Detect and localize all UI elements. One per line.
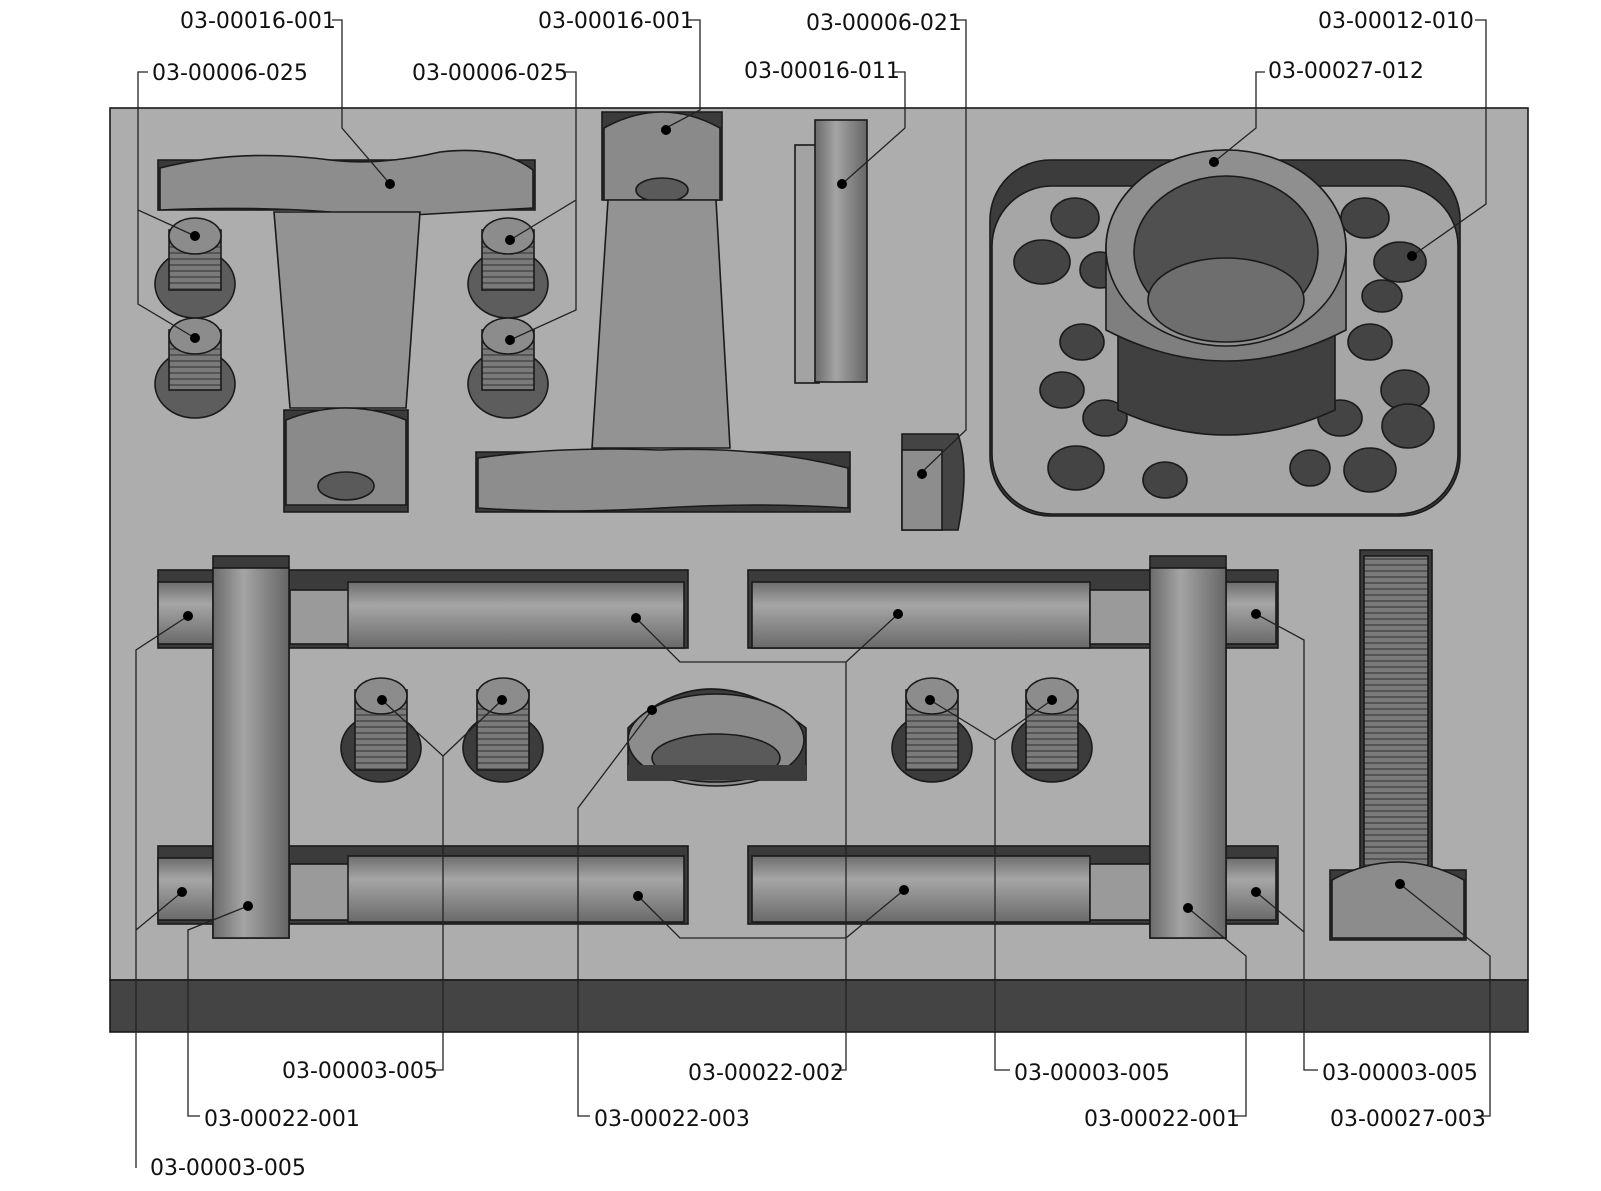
side-brackets — [212, 555, 1227, 939]
leader-dots — [177, 125, 1417, 913]
callout-label: 03-00006-021 — [806, 11, 962, 36]
stud — [154, 317, 236, 419]
callout-label: 03-00006-025 — [412, 61, 568, 86]
spacer-plate — [794, 119, 868, 384]
short-studs — [340, 677, 1093, 783]
callout-label: 03-00003-005 — [150, 1156, 306, 1181]
callout-label: 03-00012-010 — [1318, 9, 1474, 34]
callout-label: 03-00027-003 — [1330, 1107, 1486, 1132]
callout-label: 03-00003-005 — [1014, 1061, 1170, 1086]
leader-lines — [135, 19, 1491, 1168]
flange-assembly — [989, 149, 1461, 517]
t-bracket-right — [475, 111, 851, 513]
callout-label: 03-00022-002 — [688, 1061, 844, 1086]
callout-label: 03-00027-012 — [1268, 59, 1424, 84]
callout-label: 03-00022-001 — [204, 1107, 360, 1132]
tray-front-face — [109, 979, 1529, 1033]
callout-label: 03-00003-005 — [282, 1059, 438, 1084]
studs-upper-left — [154, 217, 549, 419]
stud — [154, 217, 236, 319]
callout-label: 03-00016-011 — [744, 59, 900, 84]
small-block — [901, 433, 965, 531]
stud — [1011, 677, 1093, 783]
callout-label: 03-00022-003 — [594, 1107, 750, 1132]
callout-label: 03-00006-025 — [152, 61, 308, 86]
callout-label: 03-00003-005 — [1322, 1061, 1478, 1086]
callout-label: 03-00016-001 — [538, 9, 694, 34]
center-bushing — [627, 688, 807, 787]
callout-label: 03-00022-001 — [1084, 1107, 1240, 1132]
t-bracket-left — [157, 149, 536, 513]
long-screw — [1329, 549, 1467, 941]
callout-label: 03-00016-001 — [180, 9, 336, 34]
stud — [467, 317, 549, 419]
callout-labels: 03-00016-001 03-00006-025 03-00006-025 0… — [150, 9, 1486, 1181]
stud — [340, 677, 422, 783]
